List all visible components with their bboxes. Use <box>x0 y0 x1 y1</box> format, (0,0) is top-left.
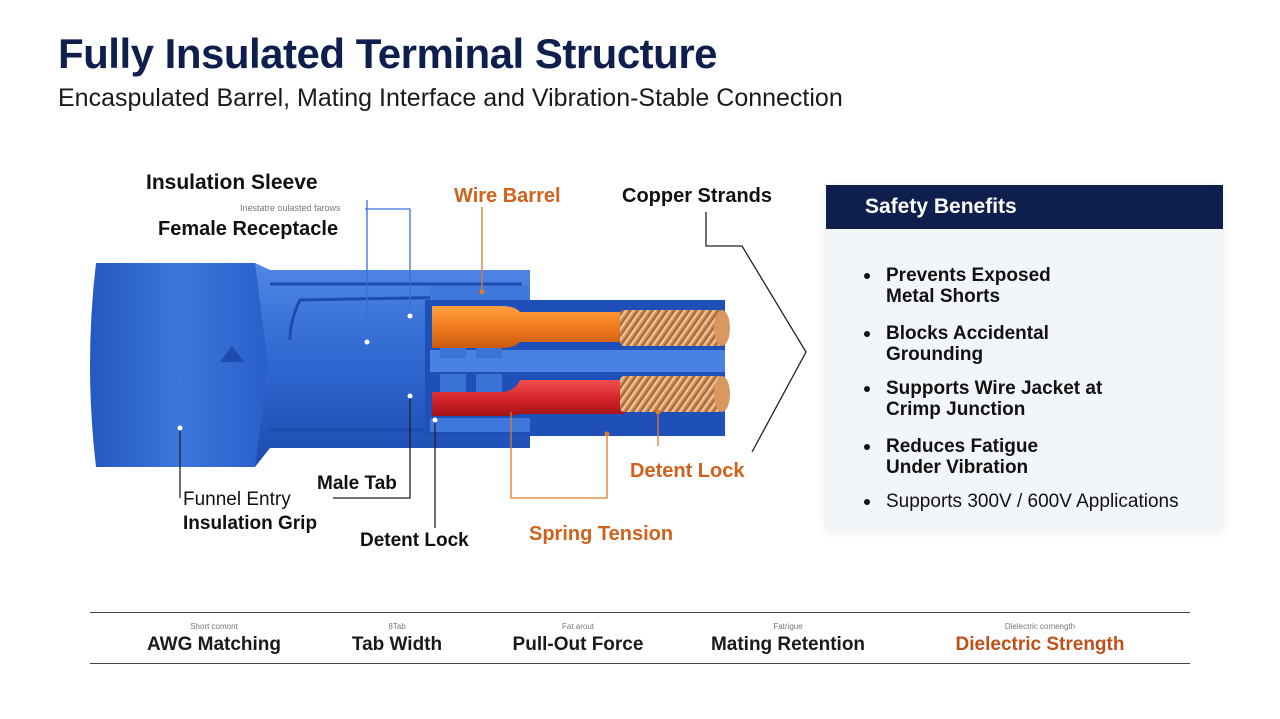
orange-wire <box>432 306 730 348</box>
label-detent-lock-bottom: Detent Lock <box>360 530 469 551</box>
label-spring-tension: Spring Tension <box>529 523 673 545</box>
spec-note: Short comont <box>190 622 238 631</box>
footer-divider-bottom <box>90 663 1190 664</box>
benefit-line: Grounding <box>886 344 984 365</box>
spec-note: 8Tab <box>388 622 406 631</box>
spec-note: Fat arout <box>561 622 594 631</box>
spec-label: Mating Retention <box>710 634 866 655</box>
benefit-line: Blocks Accidental <box>886 323 1049 344</box>
label-female-receptacle: Female Receptacle <box>158 218 338 240</box>
benefit-line: Metal Shorts <box>886 286 1001 307</box>
label-male-tab: Male Tab <box>317 473 397 494</box>
label-detent-lock-right: Detent Lock <box>630 460 745 482</box>
spec-note: Dielectric comength <box>1004 622 1076 631</box>
label-insulation-grip: Insulation Grip <box>183 513 317 534</box>
leader-lines <box>179 200 807 528</box>
safety-benefits-heading: Safety Benefits <box>826 185 1223 229</box>
insulation-sleeve <box>90 263 725 467</box>
spec-pull-out-force: Fat arout Pull-Out Force <box>513 622 644 656</box>
page-title: Fully Insulated Terminal Structure <box>58 30 718 77</box>
benefit-item: Supports 300V / 600V Applications <box>864 491 1214 512</box>
label-insulation-note: Inestatre oulasted farows <box>240 203 341 213</box>
leader-dots <box>177 289 709 437</box>
spec-awg-matching: Short comont AWG Matching <box>147 622 281 656</box>
label-funnel-entry: Funnel Entry <box>183 489 291 510</box>
spec-label: Tab Width <box>351 634 443 655</box>
spec-label: Dielectric Strength <box>955 634 1125 655</box>
red-wire <box>432 376 730 416</box>
benefit-line: Under Vibration <box>886 457 1029 478</box>
label-copper-strands: Copper Strands <box>622 185 772 207</box>
label-wire-barrel: Wire Barrel <box>454 185 561 207</box>
spec-dielectric-strength: Dielectric comength Dielectric Strength <box>956 622 1125 656</box>
spec-label: AWG Matching <box>146 634 282 655</box>
arrow-marker-icon <box>220 346 244 362</box>
benefit-line: Prevents Exposed <box>886 265 1051 286</box>
label-insulation-sleeve: Insulation Sleeve <box>146 171 318 194</box>
benefit-line: Supports 300V / 600V Applications <box>886 491 1179 512</box>
spec-mating-retention: Fatrigue Mating Retention <box>711 622 865 656</box>
benefit-line: Reduces Fatigue <box>886 436 1039 457</box>
spec-label: Pull-Out Force <box>512 634 644 655</box>
footer-divider-top <box>90 612 1190 613</box>
page-subtitle: Encaspulated Barrel, Mating Interface an… <box>58 84 843 112</box>
benefit-line: Crimp Junction <box>886 399 1026 420</box>
spec-tab-width: 8Tab Tab Width <box>352 622 442 656</box>
spec-note: Fatrigue <box>773 622 803 631</box>
benefit-line: Supports Wire Jacket at <box>886 378 1103 399</box>
